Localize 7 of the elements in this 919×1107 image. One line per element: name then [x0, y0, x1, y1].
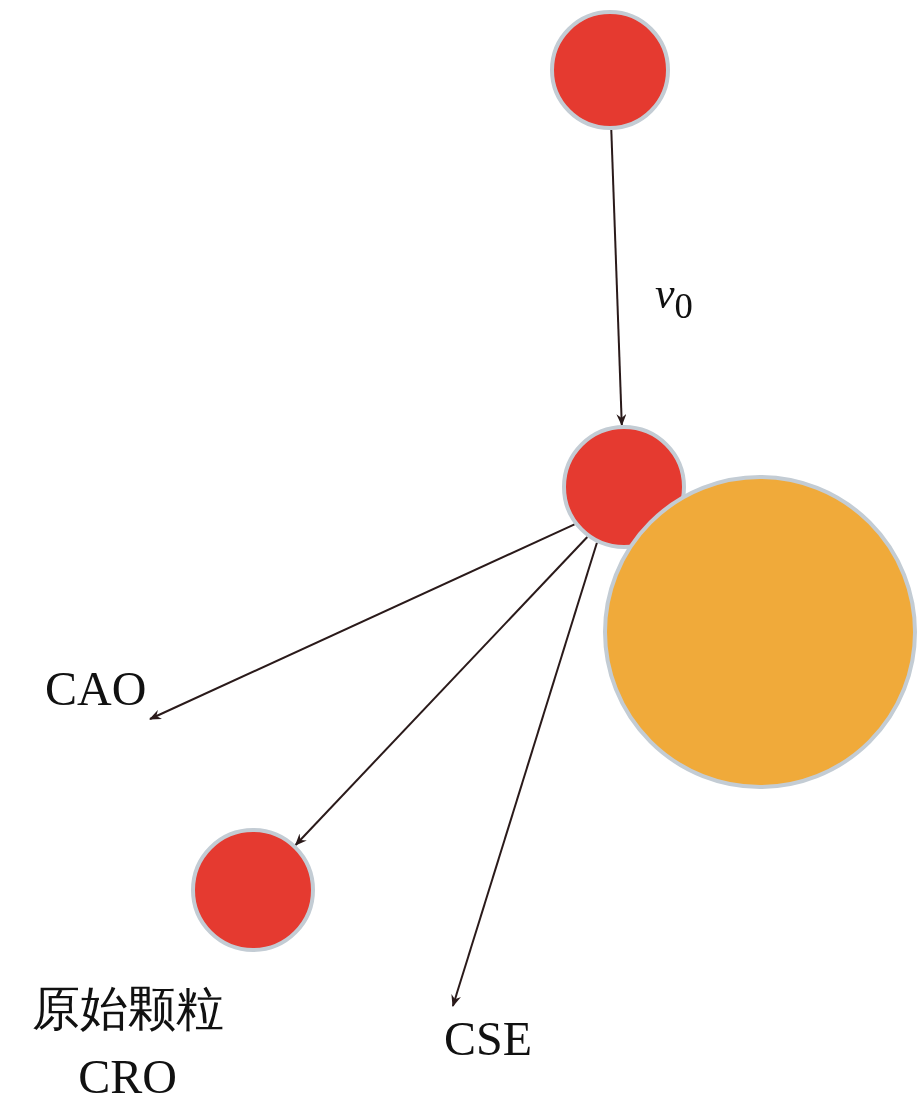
particle-caption: 原始颗粒 CRO: [30, 981, 225, 1105]
arrow: [451, 541, 598, 1007]
arrow: [149, 523, 576, 720]
arrow: [610, 129, 627, 426]
outcome-label: CAO: [45, 660, 147, 718]
outcome-label: CSE: [444, 1010, 533, 1068]
arrow: [294, 536, 589, 846]
